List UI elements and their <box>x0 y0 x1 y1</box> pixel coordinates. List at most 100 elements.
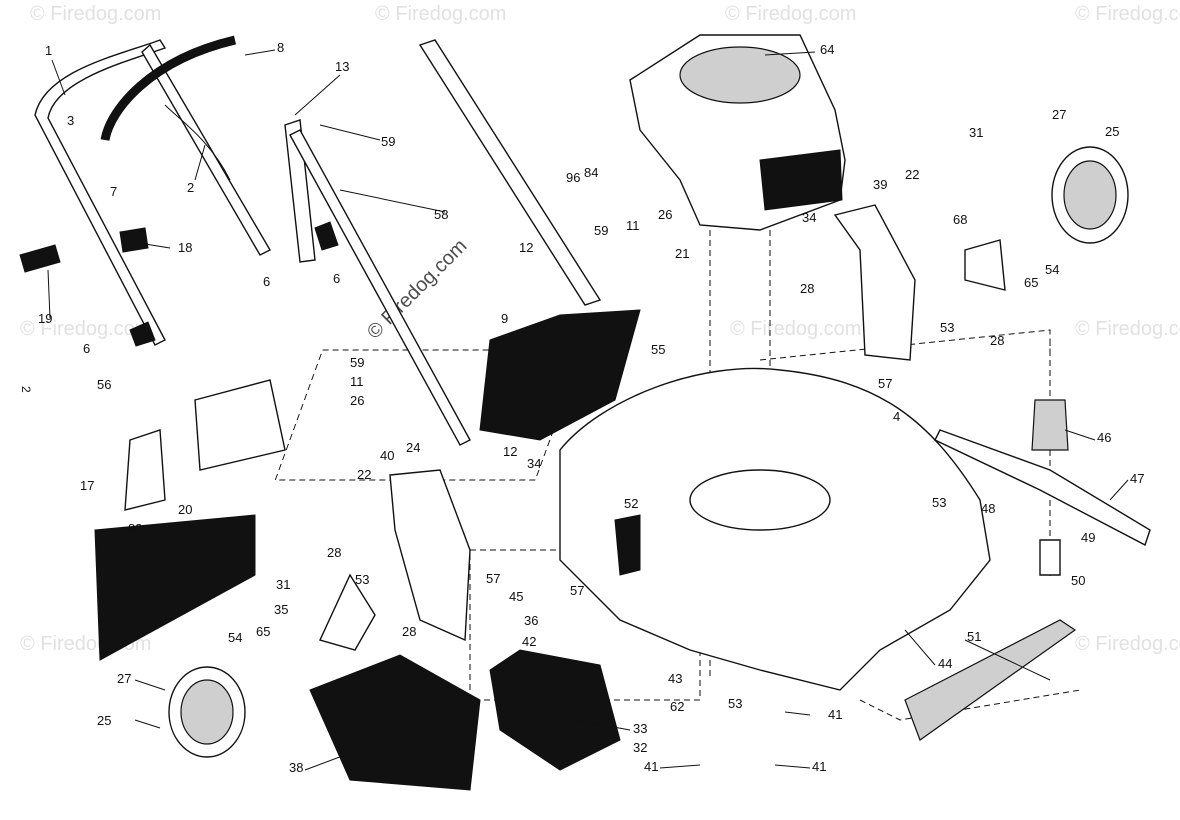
part-label: 48 <box>981 501 995 516</box>
part-label: 57 <box>878 376 892 391</box>
part-label: 2 <box>187 180 194 195</box>
part-label: 13 <box>335 59 349 74</box>
watermark: © Firedog.com <box>375 3 506 25</box>
part-label: 50 <box>1071 573 1085 588</box>
part-label: 20 <box>178 502 192 517</box>
part-label: 7 <box>110 184 117 199</box>
part-label: 22 <box>357 467 371 482</box>
part-label: 40 <box>380 448 394 463</box>
part-label: 28 <box>800 281 814 296</box>
part-label: 33 <box>633 721 647 736</box>
part-label: 34 <box>527 456 541 471</box>
part-label: 39 <box>873 177 887 192</box>
watermark: © Firedog.com <box>1075 633 1180 655</box>
watermark: © Firedog.com <box>1075 3 1180 25</box>
part-label: 41 <box>828 707 842 722</box>
part-label: 59 <box>350 355 364 370</box>
watermark: © Firedog.com <box>20 318 151 340</box>
part-label: 45 <box>509 589 523 604</box>
part-label: 1 <box>45 43 52 58</box>
part-label: 25 <box>97 713 111 728</box>
part-label: 31 <box>969 125 983 140</box>
page-number: 2 <box>19 386 33 393</box>
part-label: 21 <box>675 246 689 261</box>
part-label: 57 <box>570 583 584 598</box>
part-label: 96 <box>566 170 580 185</box>
part-label: 25 <box>1105 124 1119 139</box>
part-label: 55 <box>651 342 665 357</box>
grass-chute <box>124 309 641 511</box>
watermark: © Firedog.com <box>1075 318 1180 340</box>
mower-deck <box>559 367 991 691</box>
part-label: 54 <box>1045 262 1059 277</box>
part-label: 53 <box>940 320 954 335</box>
part-label: 28 <box>990 333 1004 348</box>
watermark: © Firedog.com <box>725 3 856 25</box>
wheels <box>168 146 1129 758</box>
part-label: 35 <box>274 602 288 617</box>
part-label: 6 <box>263 274 270 289</box>
part-labels: 1 2 3 4 6 6 6 7 8 9 11 11 12 12 13 17 18… <box>38 40 1144 775</box>
part-label: 41 <box>644 759 658 774</box>
part-label: 26 <box>350 393 364 408</box>
part-label: 38 <box>289 760 303 775</box>
part-label: 47 <box>1130 471 1144 486</box>
part-label: 59 <box>594 223 608 238</box>
engine <box>629 34 846 231</box>
part-label: 27 <box>1052 107 1066 122</box>
part-label: 68 <box>953 212 967 227</box>
blade <box>934 399 1151 576</box>
part-label: 43 <box>668 671 682 686</box>
part-label: 64 <box>820 42 834 57</box>
part-label: 18 <box>178 240 192 255</box>
part-label: 53 <box>355 572 369 587</box>
part-label: 58 <box>434 207 448 222</box>
part-label: 62 <box>670 699 684 714</box>
part-label: 27 <box>117 671 131 686</box>
handle-assembly <box>19 35 602 446</box>
part-label: 8 <box>277 40 284 55</box>
part-label: 85 <box>152 539 166 554</box>
part-label: 53 <box>728 696 742 711</box>
part-label: 24 <box>406 440 420 455</box>
part-label: 65 <box>256 624 270 639</box>
part-label: 26 <box>658 207 672 222</box>
part-label: 9 <box>501 311 508 326</box>
part-label: 83 <box>128 521 142 536</box>
part-label: 12 <box>503 444 517 459</box>
part-label: 11 <box>626 218 640 233</box>
part-label: 65 <box>1024 275 1038 290</box>
watermark: © Firedog.com <box>30 3 161 25</box>
part-label: 19 <box>38 311 52 326</box>
part-label: 6 <box>83 341 90 356</box>
brackets <box>319 204 1006 651</box>
part-label: 54 <box>228 630 242 645</box>
part-label: 52 <box>624 496 638 511</box>
part-label: 57 <box>486 571 500 586</box>
mulch-plug <box>309 649 621 791</box>
part-label: 51 <box>967 629 981 644</box>
part-label: 42 <box>522 634 536 649</box>
rear-guard <box>94 514 1077 741</box>
part-label: 28 <box>327 545 341 560</box>
part-label: 12 <box>519 240 533 255</box>
part-label: 59 <box>381 134 395 149</box>
part-label: 44 <box>938 656 952 671</box>
part-label: 46 <box>1097 430 1111 445</box>
part-label: 56 <box>97 377 111 392</box>
part-label: 34 <box>802 210 816 225</box>
part-label: 11 <box>350 374 364 389</box>
part-label: 36 <box>524 613 538 628</box>
part-label: 4 <box>893 409 900 424</box>
part-label: 49 <box>1081 530 1095 545</box>
watermark: © Firedog.com <box>730 318 861 340</box>
part-label: 17 <box>80 478 94 493</box>
part-label: 41 <box>812 759 826 774</box>
part-label: 3 <box>67 113 74 128</box>
part-label: 84 <box>584 165 598 180</box>
part-label: 31 <box>276 577 290 592</box>
leader-lines <box>47 49 1129 771</box>
part-label: 6 <box>333 271 340 286</box>
part-label: 22 <box>905 167 919 182</box>
